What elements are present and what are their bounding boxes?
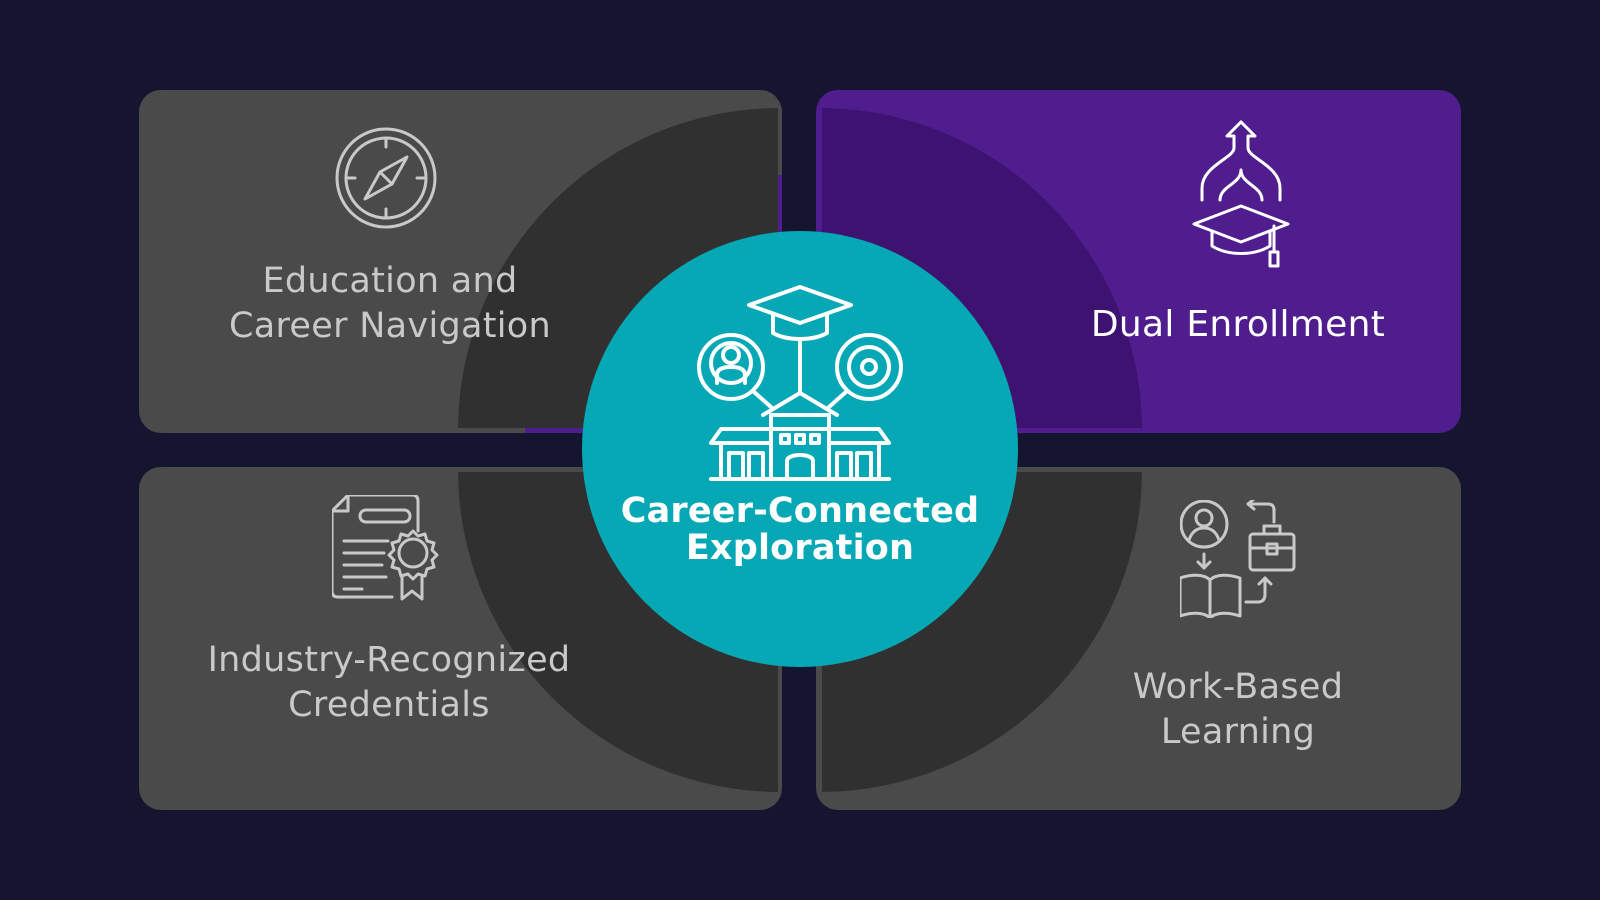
center-label: Career-Connected Exploration bbox=[620, 491, 980, 568]
compass-icon bbox=[335, 127, 437, 229]
work-learning-cycle-icon bbox=[1180, 500, 1296, 618]
center-circle bbox=[582, 231, 1018, 667]
school-graduation-network-icon bbox=[697, 285, 903, 481]
label-industry-recognized-credentials: Industry-Recognized Credentials bbox=[207, 640, 571, 725]
label-dual-enrollment: Dual Enrollment bbox=[1090, 304, 1386, 345]
certificate-icon bbox=[332, 495, 439, 601]
label-education-career-navigation: Education and Career Navigation bbox=[229, 261, 551, 346]
label-work-based-learning: Work-Based Learning bbox=[1132, 667, 1344, 752]
graduation-cap-arrow-icon bbox=[1192, 120, 1290, 268]
